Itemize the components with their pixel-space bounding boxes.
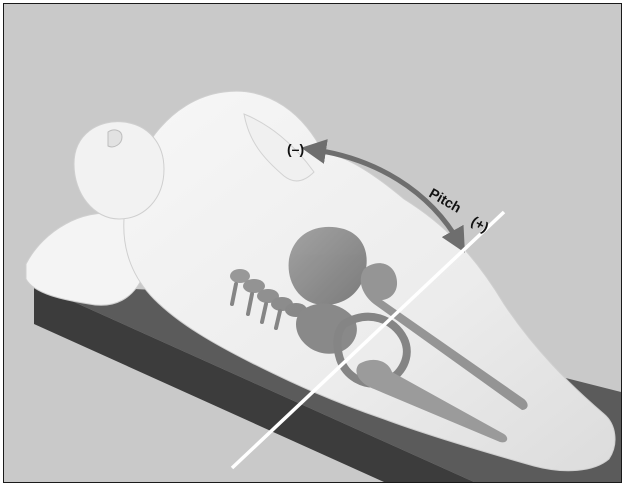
pitch-illustration: (–) Pitch (+)	[4, 4, 621, 482]
minus-label: (–)	[287, 141, 304, 157]
plus-label: (+)	[469, 213, 492, 236]
illustration-frame: (–) Pitch (+)	[3, 3, 622, 483]
pitch-label: Pitch	[427, 185, 465, 216]
